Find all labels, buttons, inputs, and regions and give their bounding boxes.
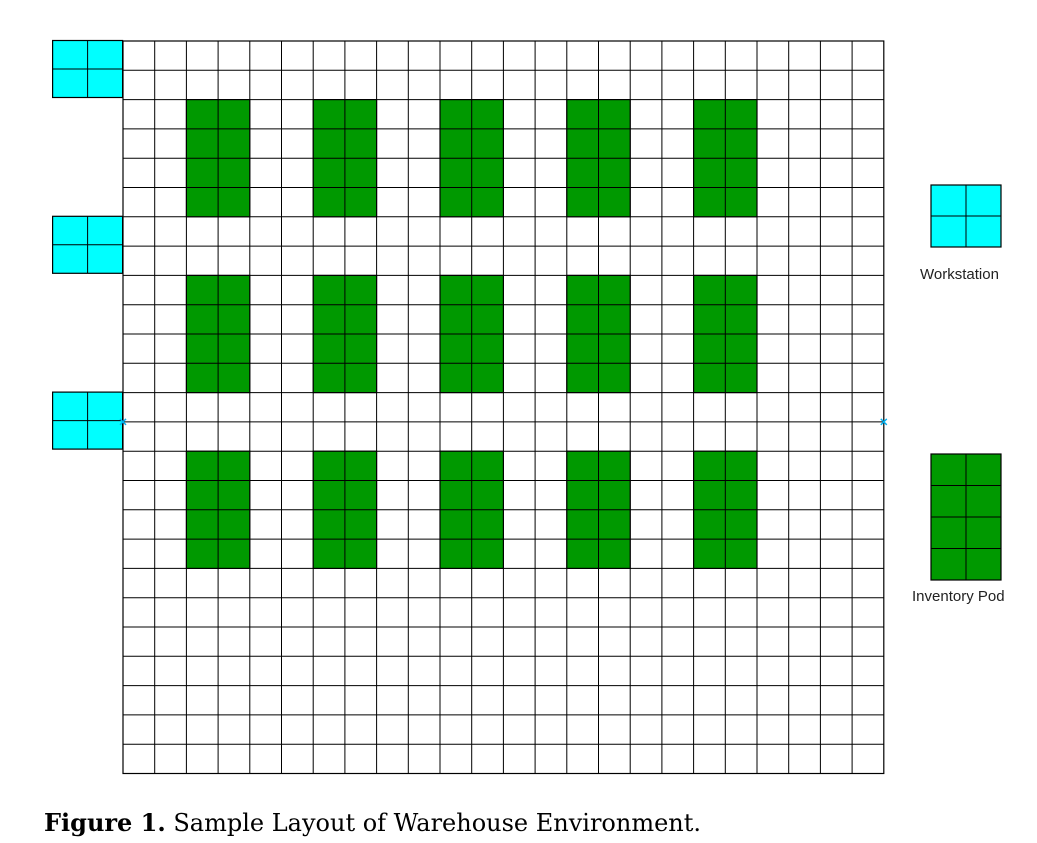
workstation — [51, 215, 124, 274]
legend-inventory-pod-label: Inventory Pod — [912, 588, 1005, 605]
inventory-pod — [439, 274, 505, 394]
boundary-marker — [880, 418, 888, 426]
inventory-pod — [185, 98, 251, 218]
boundary-markers — [119, 418, 888, 426]
inventory-pod — [439, 450, 505, 570]
workstation — [51, 391, 124, 450]
inventory-pod — [439, 98, 505, 218]
inventory-pod — [566, 450, 631, 570]
caption-text: Sample Layout of Warehouse Environment. — [165, 809, 702, 837]
caption-prefix: Figure 1. — [44, 808, 166, 837]
inventory-pod — [566, 98, 631, 218]
legend-inventory-pod-swatch — [930, 453, 1002, 581]
workstations — [51, 39, 124, 450]
inventory-pod — [566, 274, 631, 394]
workstation — [51, 39, 124, 99]
legend-swatches — [930, 184, 1002, 581]
inventory-pods — [185, 98, 758, 570]
inventory-pod — [312, 450, 378, 570]
figure-caption: Figure 1. Sample Layout of Warehouse Env… — [44, 808, 701, 837]
inventory-pod — [692, 450, 758, 570]
inventory-pod — [185, 450, 251, 570]
boundary-marker — [119, 418, 127, 426]
inventory-pod — [185, 274, 251, 394]
inventory-pod — [312, 274, 378, 394]
legend-workstation-label: Workstation — [920, 266, 999, 283]
inventory-pod — [312, 98, 378, 218]
inventory-pod — [692, 274, 758, 394]
legend-workstation-swatch — [930, 184, 1002, 248]
inventory-pod — [692, 98, 758, 218]
